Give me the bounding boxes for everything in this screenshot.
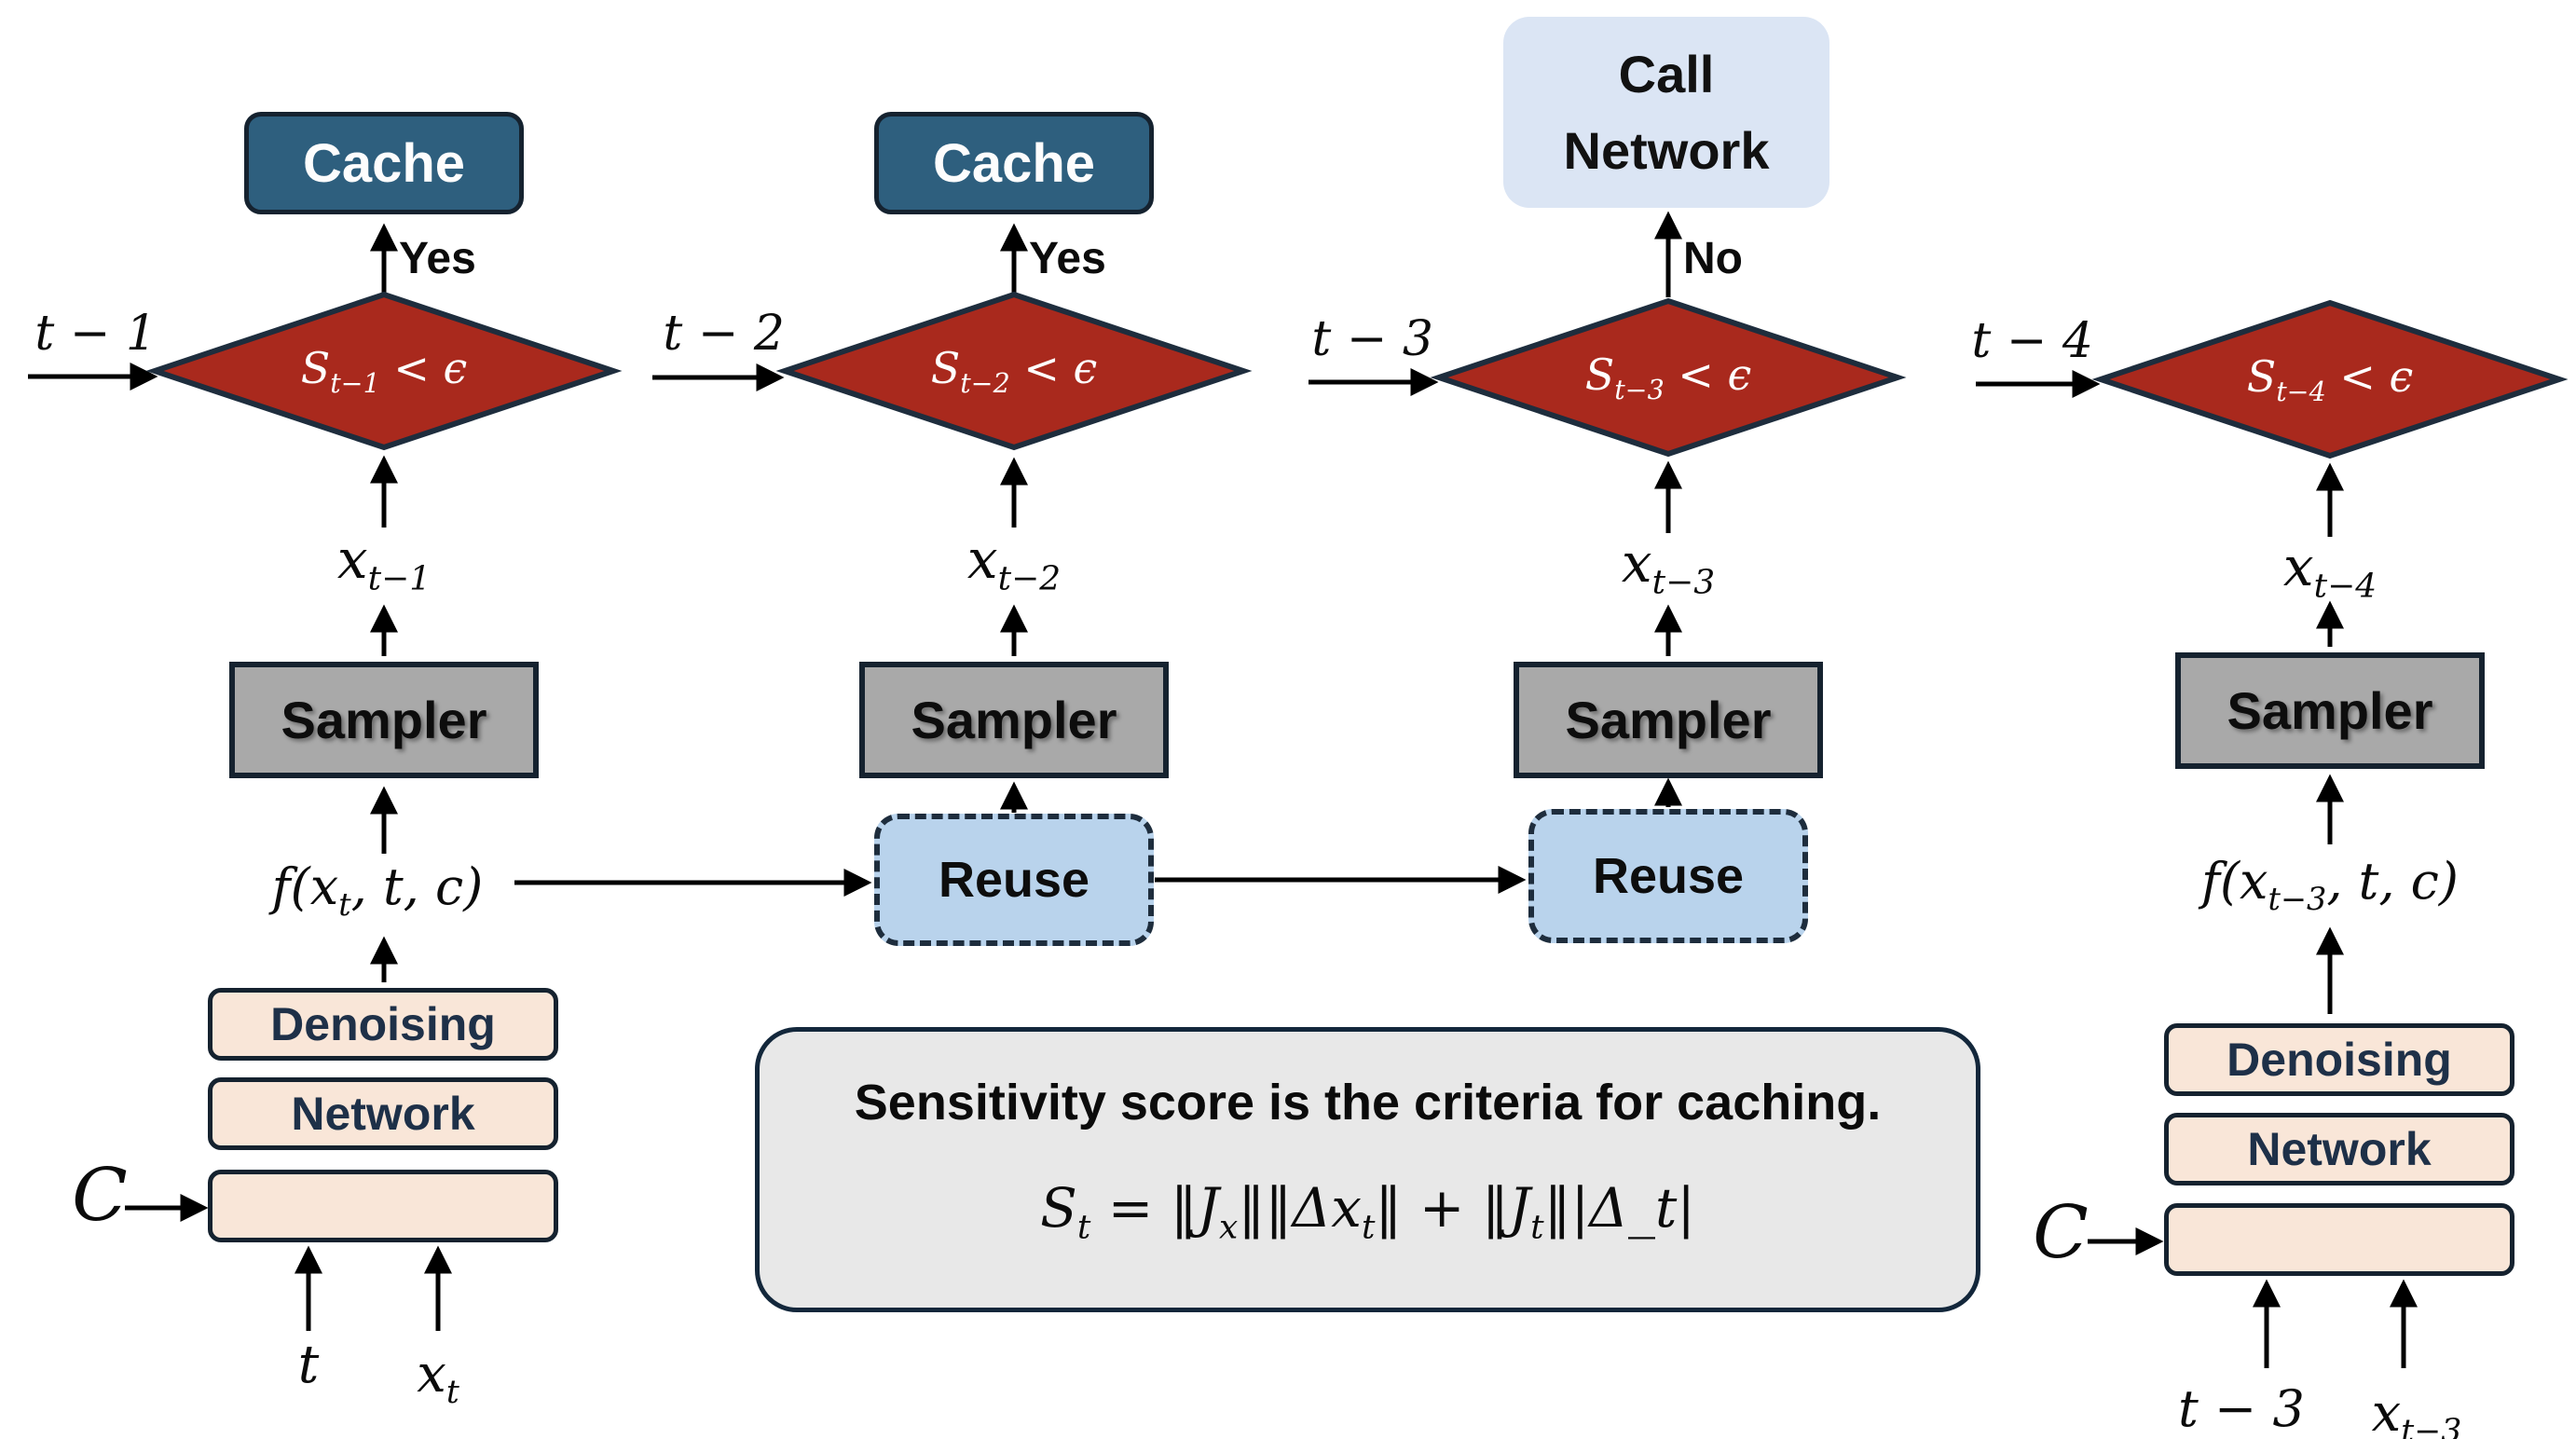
cache-label-t2: Cache: [932, 132, 1096, 194]
sampler-label-t3: Sampler: [1565, 691, 1772, 749]
input-t-label-t4: t − 3: [2178, 1379, 2305, 1438]
diamond-label-t2: St−2 < ϵ: [930, 343, 1098, 400]
note-box: [755, 1027, 1980, 1312]
sampler-label-t4: Sampler: [2227, 681, 2433, 740]
decision-diamond-t3: [1430, 297, 1907, 458]
f-label-t1: f(xt, t, c): [271, 857, 484, 923]
condition-label-t4: C: [2033, 1191, 2089, 1275]
decision-diamond-t1: [145, 291, 623, 451]
diamond-label-t1: St−1 < ϵ: [300, 343, 468, 400]
sampler-box-t2: Sampler: [859, 662, 1169, 778]
reuse-label-t3: Reuse: [1592, 848, 1745, 904]
sampler-box-t3: Sampler: [1514, 662, 1823, 778]
network-box-t1: Network: [208, 1077, 558, 1150]
cache-box-t2: Cache: [874, 112, 1154, 214]
reuse-box-t3: Reuse: [1528, 809, 1808, 943]
denoising-box-t1: Denoising: [208, 988, 558, 1061]
call-network-line2: Network: [1563, 120, 1770, 180]
timestep-label-t4: t − 4: [1971, 313, 2093, 369]
sampler-label-t1: Sampler: [281, 691, 487, 749]
sensitivity-formula: St = ‖Jx‖‖Δxt‖ + ‖Jt‖|Δ_t|: [1040, 1176, 1695, 1247]
call-network-line1: Call: [1618, 45, 1715, 104]
input-x-label-t1: xt: [417, 1344, 459, 1412]
cache-label-t1: Cache: [302, 132, 466, 194]
embed-box-t4: [2164, 1203, 2514, 1276]
decision-diamond-t4: [2091, 299, 2569, 459]
input-t-label-t1: t: [297, 1335, 320, 1395]
input-x-label-t4: xt−3: [2371, 1383, 2462, 1439]
branch-label-t2: Yes: [1029, 234, 1106, 283]
call-network-box: Call Network: [1503, 17, 1829, 208]
branch-label-t3: No: [1683, 234, 1743, 283]
reuse-label-t2: Reuse: [938, 852, 1090, 908]
sampler-box-t1: Sampler: [229, 662, 539, 778]
diamond-label-t4: St−4 < ϵ: [2246, 351, 2414, 408]
condition-label-t1: C: [72, 1154, 128, 1238]
sampler-box-t4: Sampler: [2175, 652, 2485, 769]
diamond-label-t3: St−3 < ϵ: [1584, 349, 1752, 406]
decision-diamond-t2: [775, 291, 1253, 451]
x-output-label-t2: xt−2: [966, 528, 1062, 598]
cache-box-t1: Cache: [244, 112, 524, 214]
denoising-box-t4: Denoising: [2164, 1023, 2514, 1096]
timestep-label-t2: t − 2: [663, 306, 785, 362]
note-text: Sensitivity score is the criteria for ca…: [854, 1075, 1882, 1131]
x-output-label-t4: xt−4: [2282, 535, 2377, 606]
timestep-label-t3: t − 3: [1311, 311, 1433, 367]
x-output-label-t3: xt−3: [1621, 531, 1716, 602]
sampler-label-t2: Sampler: [911, 691, 1117, 749]
timestep-label-t1: t − 1: [34, 306, 157, 362]
x-output-label-t1: xt−1: [336, 528, 432, 598]
f-label-t4: f(xt−3, t, c): [2201, 852, 2459, 917]
branch-label-t1: Yes: [399, 234, 476, 283]
reuse-box-t2: Reuse: [874, 814, 1154, 946]
embed-box-t1: [208, 1170, 558, 1242]
network-box-t4: Network: [2164, 1113, 2514, 1185]
